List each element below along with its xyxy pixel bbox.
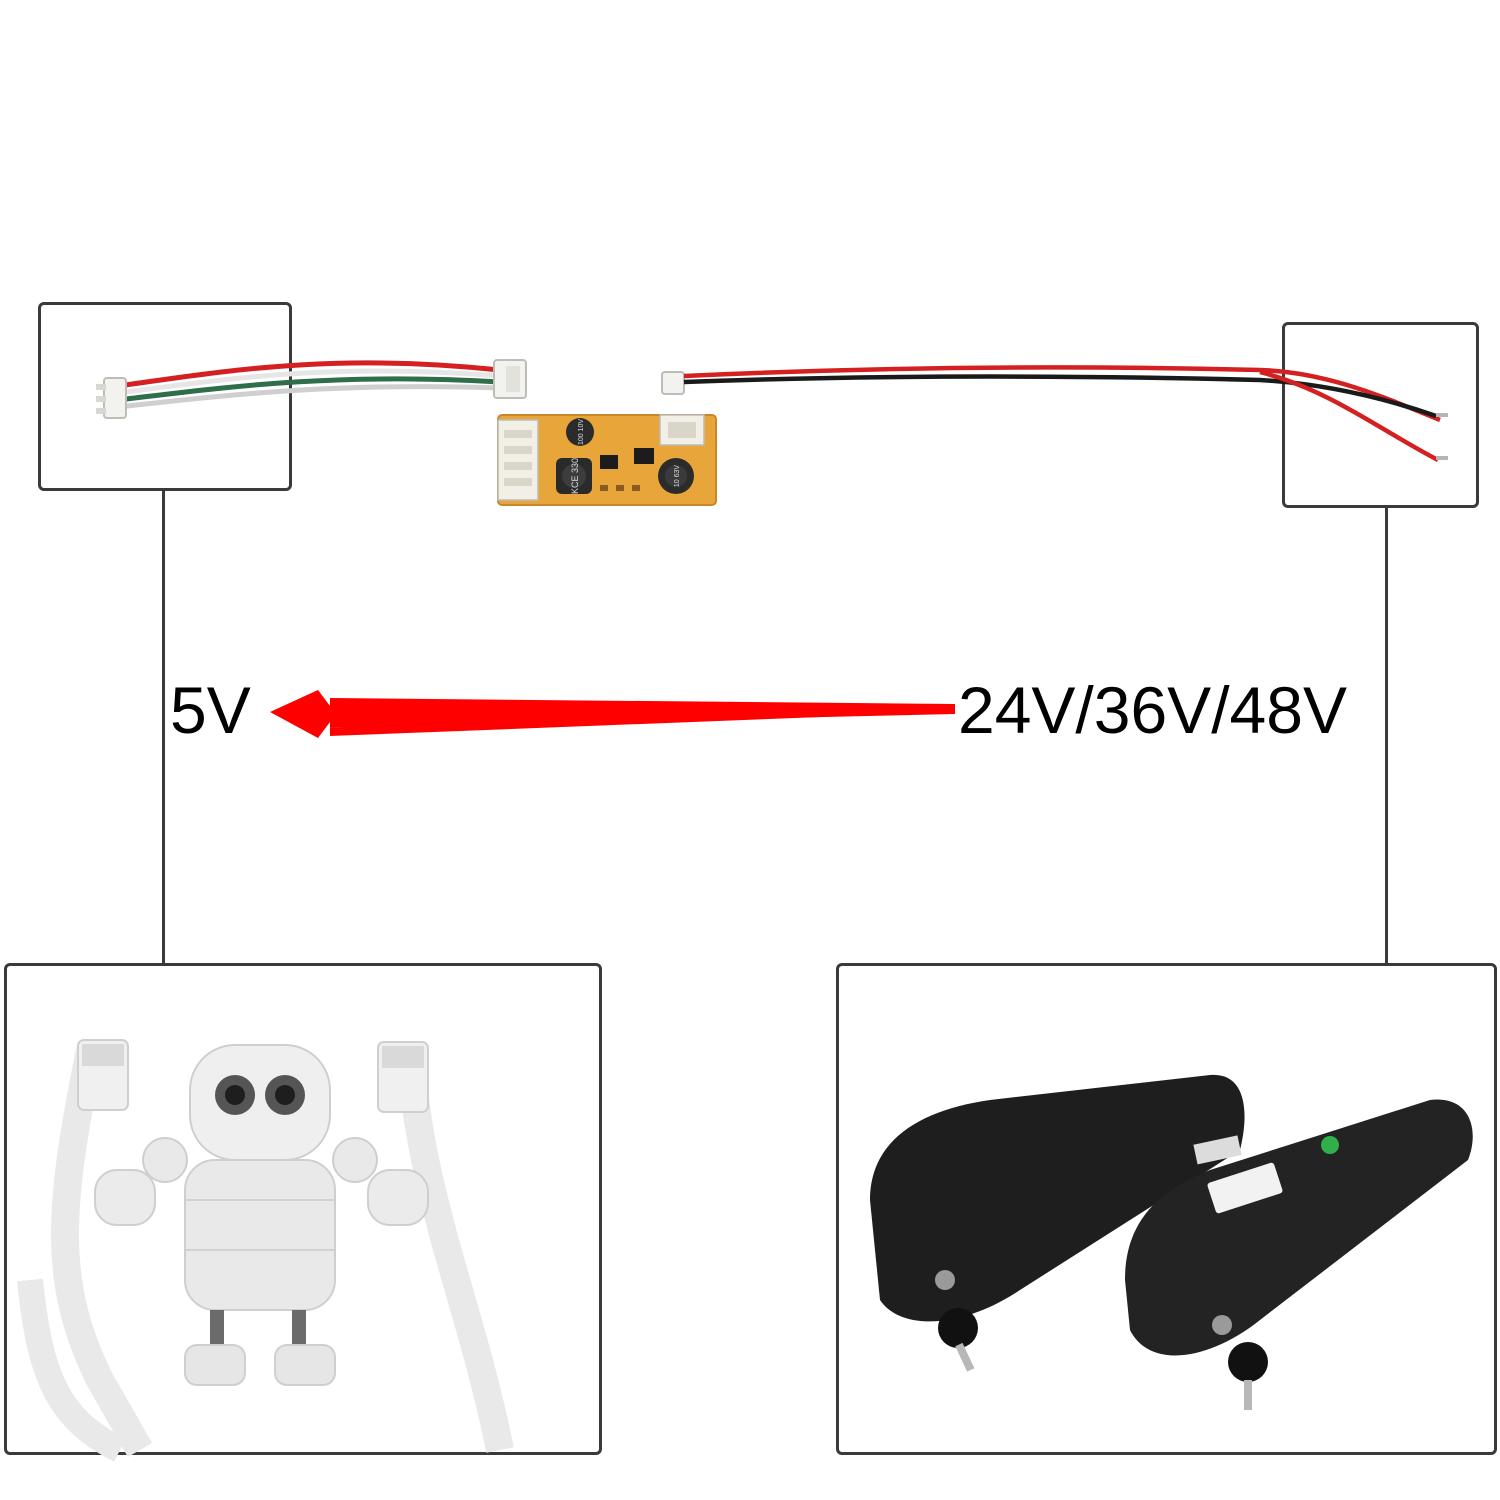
robot-usb-illustration [17,1039,514,1462]
input-voltage-label: 24V/36V/48V [958,673,1347,747]
output-voltage-label: 5V [170,673,251,747]
input-link-line [1385,508,1388,963]
input-harness-illustration [661,365,1448,462]
battery-illustration [870,1074,1473,1410]
inductor-marking: KCE 330 [570,458,580,494]
converter-pcb-illustration: KCE 330 100 10V 10 63V [497,414,717,506]
capacitor-right-marking: 10 63V [674,465,681,488]
capacitor-left-marking: 100 10V [578,419,585,445]
conversion-arrow [270,690,955,738]
output-harness-illustration [96,359,527,419]
output-link-line [162,491,165,963]
